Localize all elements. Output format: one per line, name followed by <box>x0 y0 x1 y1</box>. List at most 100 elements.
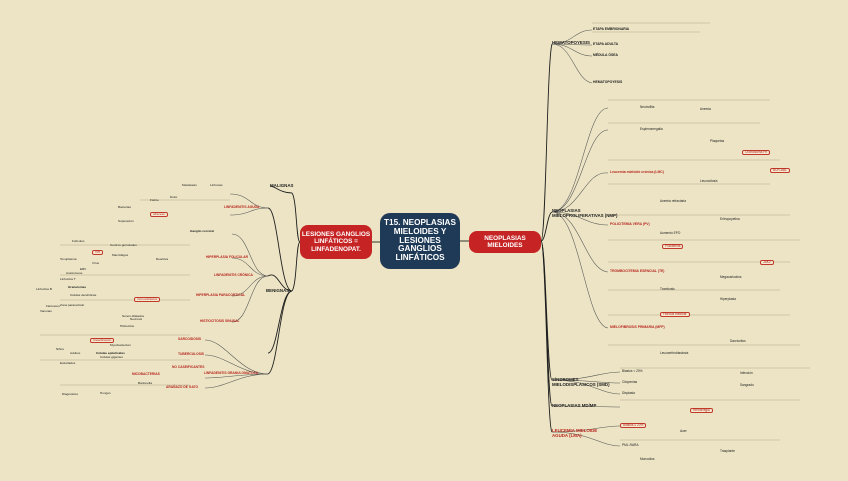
sub-lmc[interactable]: Leucemia mieloide crónica (LMC) <box>610 170 664 174</box>
detail-megacariocitos: Megacariocitos <box>720 275 742 279</box>
detail-dacriocitos: Dacriocitos <box>730 339 746 343</box>
group-hiperplasia-paracortical[interactable]: HIPERPLASIA PARACORTICAL <box>196 293 246 297</box>
item-vacunas: Vacunas <box>40 309 52 313</box>
detail-aumento-epo: Aumento EPO <box>660 231 681 235</box>
item-toxoplasma: Toxoplasma <box>60 257 77 261</box>
branch-smd[interactable]: SÍNDROMES MIELODISPLÁSICOS (SMD) <box>552 377 610 388</box>
group-hiperplasia-folicular[interactable]: HIPERPLASIA FOLICULAR <box>206 255 249 259</box>
item-zona-paracortical: Zona paracortical <box>60 303 84 307</box>
sub-etapa-embrionaria[interactable]: ETAPA EMBRIONARIA <box>593 27 630 31</box>
branch-lma[interactable]: LEUCEMIA MIELOIDE AGUDA (LMA) <box>552 428 598 439</box>
item-celulas-epitelioides: Células epitelioides <box>96 351 125 355</box>
detail-trombosis: Trombosis <box>660 287 675 291</box>
right-main-node[interactable]: NEOPLASIAS MIELOIDES <box>469 231 541 253</box>
branch-hematopoyesis[interactable]: HEMATOPOYESIS <box>552 40 590 45</box>
item-fiebre: Fiebre <box>150 198 159 202</box>
item-granulomas: Granulomas <box>68 285 87 289</box>
group-linfadenitis-cronica[interactable]: LINFADENITIS CRÓNICA <box>214 273 253 277</box>
item-absceso: Absceso <box>150 212 168 218</box>
detail-hiperplasia: Hiperplasia <box>720 297 736 301</box>
item-macrofagos: Macrófagos <box>112 253 129 257</box>
item-celulas-gigantes: Células gigantes <box>100 355 123 359</box>
item-autoinmune: Autoinmune <box>66 271 83 275</box>
item-celulas-dendriticas: Células dendríticas <box>70 293 97 297</box>
item-vih: VIH <box>92 250 104 256</box>
item-caseificacion: Caseificación <box>90 338 115 344</box>
central-topic-title: T15. NEOPLASIAS MIELOIDES Y LESIONES GAN… <box>384 217 456 263</box>
item-necrosis: Necrosis <box>130 317 143 321</box>
branch-md-mp[interactable]: NEOPLASIAS MD/MP <box>552 403 597 408</box>
branch-malignas[interactable]: MALIGNAS <box>270 183 294 188</box>
sub-medula-osea[interactable]: MÉDULA ÓSEA <box>593 53 618 57</box>
detail-auer: Auer <box>680 429 687 433</box>
left-main-title: LESIONES GANGLIOS LINFÁTICOS = LINFADENO… <box>301 231 371 253</box>
sub-mfp[interactable]: MIELOFIBROSIS PRIMARIA (MFP) <box>610 325 665 329</box>
item-adultos: Adultos <box>70 351 81 355</box>
item-supuracion: Supuración <box>118 219 134 223</box>
detail-pml-rara: PML-RARA <box>622 443 639 447</box>
detail-policitemia: Policitemia <box>662 244 684 250</box>
detail-esplenomegalia: Esplenomegalia <box>640 127 663 131</box>
detail-displasia: Displasia <box>622 391 635 395</box>
item-virus: Virus <box>92 261 99 265</box>
detail-cromosoma-ph: Cromosoma Ph <box>742 150 771 156</box>
group-micobacterias[interactable]: MICOBACTERIAS <box>132 372 160 376</box>
detail-leucocitosis: Leucocitosis <box>700 179 718 183</box>
group-aranazo-gato[interactable]: ARAÑAZO DE GATO <box>166 385 199 389</box>
item-estrellados: Estrellados <box>60 361 76 365</box>
item-foliculos: Folículos <box>72 239 85 243</box>
sub-etapa-adulta[interactable]: ETAPA ADULTA <box>593 42 619 46</box>
detail-leucoeritroblastosis: Leucoeritroblastosis <box>660 351 689 355</box>
detail-neutrofilia: Neutrofilia <box>640 105 655 109</box>
detail-anemia: Anemia <box>700 107 711 111</box>
item-senos-dilatados: Senos dilatados <box>122 314 145 318</box>
detail-eritropoyetina: Eritropoyetina <box>720 217 740 221</box>
item-metastasis: Metástasis <box>182 183 197 187</box>
item-farmacos: Fármacos <box>46 304 60 308</box>
item-linfocitos-t: Linfocitos T <box>60 277 76 281</box>
detail-trasplante: Trasplante <box>720 449 735 453</box>
group-sarcoidosis[interactable]: SARCOIDOSIS <box>178 337 202 341</box>
item-ninos: Niños <box>56 347 64 351</box>
group-linfadenitis-aguda[interactable]: LINFADENITIS AGUDA <box>224 205 260 209</box>
left-main-node[interactable]: LESIONES GANGLIOS LINFÁTICOS = LINFADENO… <box>300 225 372 259</box>
detail-plaquetas: Plaquetas <box>710 139 725 143</box>
item-reactiva: Reactiva <box>156 257 169 261</box>
item-ebv: EBV <box>80 267 87 271</box>
item-histiocitos: Histiocitos <box>120 324 135 328</box>
item-inmunoblastos: Inmunoblastos <box>134 297 161 303</box>
item-linfocitos-b: Linfocitos B <box>36 287 52 291</box>
item-centros-germinales: Centros germinales <box>110 243 137 247</box>
item-ganglio-cervical: Ganglio cervical <box>190 229 214 233</box>
sub-hematopoyesis[interactable]: HEMATOPOYESIS <box>593 80 623 84</box>
branch-benignas[interactable]: BENIGNAS <box>266 288 290 293</box>
central-topic[interactable]: T15. NEOPLASIAS MIELOIDES Y LESIONES GAN… <box>380 213 460 269</box>
item-linfomas: Linfomas <box>210 183 223 187</box>
detail-infeccion: Infección <box>740 371 753 375</box>
detail-citopenias: Citopenias <box>622 380 638 384</box>
branch-nmp[interactable]: NEOPLASIAS MIELOPROLIFERATIVAS (NMP) <box>552 208 618 219</box>
detail-bcr-abl: BCR-ABL <box>770 168 790 174</box>
sub-pv[interactable]: POLICITEMIA VERA (PV) <box>610 222 650 226</box>
group-linfadenitis-granulomatosa[interactable]: LINFADENITIS GRANULOMATOSA <box>204 371 259 375</box>
item-dolor: Dolor <box>170 195 178 199</box>
item-hongos: Hongos <box>100 391 111 395</box>
detail-sangrado: Sangrado <box>740 383 754 387</box>
group-histiocitosis-sinusal[interactable]: HISTIOCITOSIS SINUSAL <box>200 319 240 323</box>
detail-blastos-mayor: Blastos ≥ 20% <box>620 423 647 429</box>
group-tuberculosis[interactable]: TUBERCULOSIS <box>178 352 205 356</box>
detail-monocitos: Monocitos <box>640 457 655 461</box>
item-mycobacterium: Mycobacterium <box>110 343 131 347</box>
detail-hemorragia: Hemorragia <box>690 408 713 414</box>
detail-jak2: JAK2 <box>760 260 774 266</box>
item-bacterias: Bacterias <box>118 205 131 209</box>
detail-anemia-refractaria: Anemia refractaria <box>660 199 687 203</box>
item-bartonella: Bartonella <box>138 381 152 385</box>
sub-te[interactable]: TROMBOCITEMIA ESENCIAL (TE) <box>610 269 665 273</box>
detail-blastos-menor: Blastos < 20% <box>622 369 643 373</box>
detail-fibrosis-medular: Fibrosis medular <box>660 312 690 318</box>
item-diagnostico: Diagnóstico <box>62 392 79 396</box>
group-no-caseificantes[interactable]: NO CASEIFICANTES <box>172 365 205 369</box>
right-main-title: NEOPLASIAS MIELOIDES <box>484 234 526 249</box>
